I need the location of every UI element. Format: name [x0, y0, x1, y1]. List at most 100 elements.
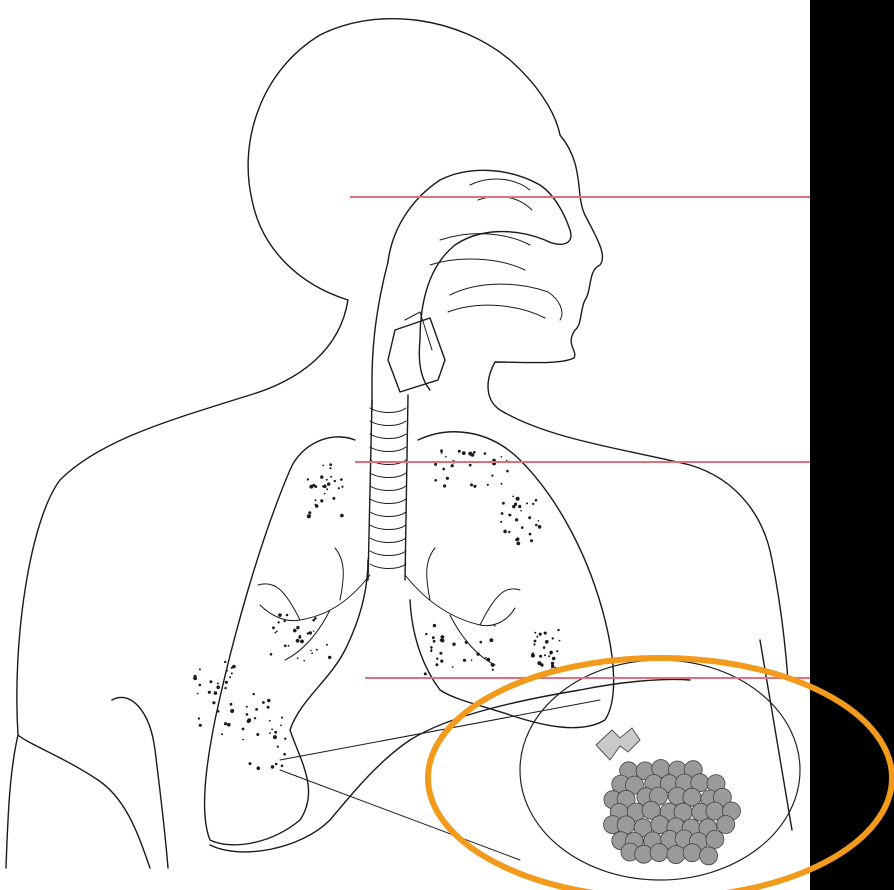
bronchiole-dot — [543, 646, 546, 649]
bronchiole-dot — [329, 467, 331, 469]
bronchiole-dot — [516, 542, 520, 546]
bronchiole-dot — [334, 480, 336, 482]
bronchiole-dot — [550, 653, 552, 655]
bronchiole-dot — [512, 496, 514, 498]
bronchiole-dot — [433, 624, 436, 627]
bronchiole-dot — [315, 504, 319, 508]
left-bronchus — [405, 548, 520, 665]
bronchiole-dot — [441, 639, 445, 643]
bronchiole-dot — [465, 641, 468, 644]
bronchiole-dot — [277, 746, 279, 748]
trachea-ring — [370, 408, 406, 413]
bronchiole-dot — [322, 465, 324, 467]
bronchiole-dot — [286, 614, 289, 617]
trachea-ring — [370, 538, 406, 543]
bronchiole-dot — [327, 482, 330, 485]
bronchiole-dot — [340, 514, 344, 518]
alveolus — [717, 816, 735, 834]
bronchiole-dot — [530, 539, 533, 542]
bronchiole-dot — [508, 531, 510, 533]
bronchiole-dot — [559, 640, 561, 642]
bronchiole-dot — [246, 713, 249, 716]
bronchiole-dot — [199, 668, 201, 670]
bronchiole-dot — [516, 497, 520, 501]
bronchiole-dot — [227, 723, 231, 727]
bronchiole-dot — [469, 464, 472, 467]
bronchiole-dot — [330, 476, 332, 478]
bronchiole-dot — [458, 450, 461, 453]
bronchiole-dot — [535, 499, 538, 502]
bronchiole-dot — [271, 728, 273, 730]
bronchiole-dot — [515, 518, 518, 521]
bronchiole-dot — [534, 640, 537, 643]
bronchiole-dot — [332, 497, 335, 500]
bronchiole-dot — [535, 524, 538, 527]
bronchiole-dot — [501, 456, 503, 458]
bronchiole-dot — [230, 703, 233, 706]
bronchiole-dot — [539, 527, 541, 529]
bronchiole-dot — [242, 739, 244, 741]
bronchiole-dot — [320, 499, 323, 502]
bronchiole-dot — [529, 533, 532, 536]
bronchiole-dot — [512, 505, 515, 508]
bronchiole-dot — [322, 485, 324, 487]
bronchiole-dot — [501, 512, 504, 515]
bronchiole-dot — [246, 706, 248, 708]
bronchiole-dot — [284, 620, 286, 622]
bronchiole-dot — [463, 659, 466, 662]
bronchiole-dot — [470, 483, 473, 486]
bronchiole-dot — [269, 732, 271, 734]
trachea-ring — [370, 473, 406, 478]
bronchiole-dot — [293, 629, 297, 633]
bronchiole-dot — [225, 681, 228, 684]
bronchiole-dot — [329, 463, 332, 466]
bronchiole-dot — [508, 514, 510, 516]
bronchiole-dot — [531, 654, 535, 658]
bronchiole-dot — [274, 731, 277, 734]
bronchiole-dot — [320, 475, 323, 478]
bronchiole-dot — [473, 485, 476, 488]
bronchiole-texture — [193, 449, 560, 770]
bronchiole-dot — [328, 656, 331, 659]
trachea-ring — [370, 551, 406, 556]
bronchiole-dot — [275, 763, 278, 766]
bronchiole-dot — [284, 645, 287, 648]
bronchiole-dot — [556, 650, 558, 652]
bronchiole-dot — [197, 693, 199, 695]
bronchiole-dot — [229, 676, 231, 678]
alveolus — [617, 816, 635, 834]
trachea — [368, 395, 408, 580]
bronchiole-dot — [552, 637, 554, 639]
bronchiole-dot — [487, 484, 489, 486]
bronchiole-dot — [230, 709, 234, 713]
bronchiole-dot — [441, 635, 445, 639]
bronchiole-dot — [269, 720, 271, 722]
bronchiole-dot — [545, 640, 549, 644]
bronchiole-dot — [224, 722, 227, 725]
bronchiole-dot — [436, 658, 438, 660]
bronchiole-dot — [446, 477, 449, 480]
bronchiole-dot — [484, 452, 487, 455]
bronchiole-dot — [462, 451, 466, 455]
bronchiole-dot — [515, 538, 518, 541]
alveolus — [683, 844, 701, 862]
bronchiole-dot — [432, 636, 435, 639]
bronchiole-dot — [297, 657, 299, 659]
trachea-ring — [370, 499, 406, 504]
bronchiole-dot — [307, 478, 309, 480]
bronchiole-dot — [288, 645, 290, 647]
bronchiole-dot — [298, 636, 301, 639]
trachea-ring — [370, 512, 406, 517]
bronchiole-dot — [272, 626, 275, 629]
bronchiole-dot — [216, 685, 220, 689]
bronchiole-dot — [434, 479, 437, 482]
bronchiole-dot — [270, 653, 273, 656]
right-lung — [205, 437, 368, 845]
alveolus — [706, 830, 724, 848]
bronchiole-dot — [441, 452, 443, 454]
bronchiole-dot — [557, 629, 559, 631]
bronchiole-dot — [316, 649, 318, 651]
trachea-ring — [370, 525, 406, 530]
